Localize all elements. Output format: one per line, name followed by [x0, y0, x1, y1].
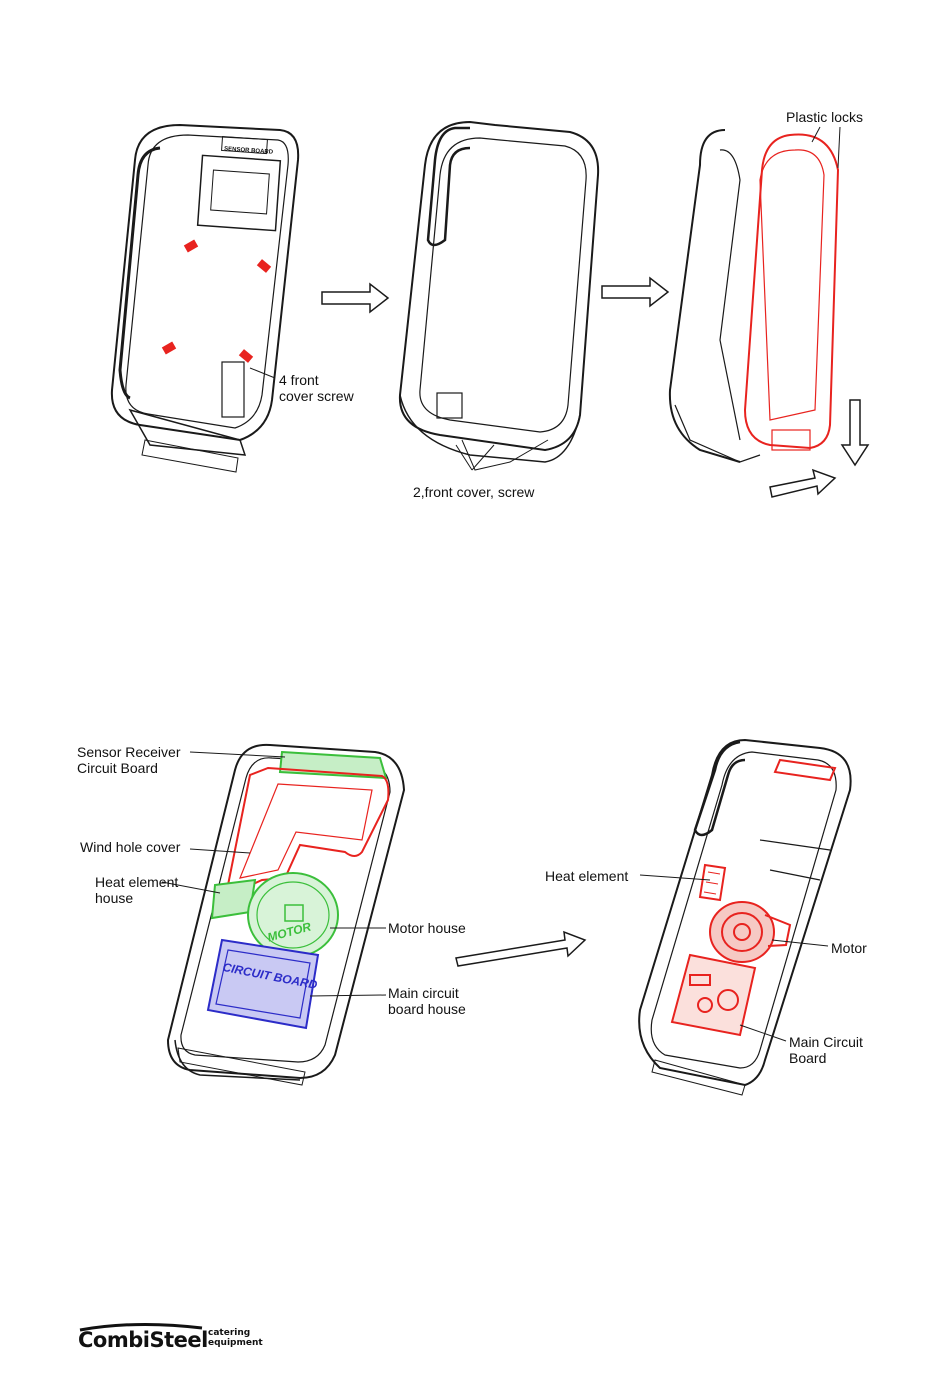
exposed-heat-element: [700, 865, 725, 900]
label-main-circuit-board-line2: Board: [789, 1050, 826, 1066]
label-main-board-house-line1: Main circuit: [388, 985, 459, 1001]
label-motor: Motor: [831, 940, 867, 956]
logo-tagline-line1: catering: [208, 1328, 263, 1338]
dryer-side-view: [400, 122, 598, 470]
combisteel-logo: CombiSteel catering equipment: [76, 1322, 266, 1362]
label-4-front-cover-screw-line1: 4 front: [279, 372, 319, 388]
logo-tagline-line2: equipment: [208, 1338, 263, 1348]
label-wind-hole-cover: Wind hole cover: [80, 839, 180, 855]
label-sensor-receiver-line1: Sensor Receiver: [77, 744, 181, 760]
arrow-step-2: [602, 278, 668, 306]
exposed-main-board: [672, 955, 755, 1035]
label-heat-element-house-line1: Heat element: [95, 874, 178, 890]
label-plastic-locks: Plastic locks: [786, 109, 863, 125]
label-main-circuit-board-line1: Main Circuit: [789, 1034, 863, 1050]
exposed-motor: [710, 902, 790, 962]
arrow-step-1: [322, 284, 388, 312]
dryer-cover-removal: [670, 130, 838, 462]
arrow-slide: [770, 470, 835, 497]
label-4-front-cover-screw-line2: cover screw: [279, 388, 354, 404]
label-heat-element-house-line2: house: [95, 890, 133, 906]
logo-tagline: catering equipment: [208, 1328, 263, 1348]
arrow-down: [842, 400, 868, 465]
label-2-front-cover-screw: 2,front cover, screw: [413, 484, 534, 500]
label-sensor-receiver-line2: Circuit Board: [77, 760, 158, 776]
dryer-front-view: [112, 125, 298, 472]
logo-wordmark: CombiSteel: [78, 1328, 208, 1352]
leader-lock-b: [838, 127, 840, 168]
sensor-receiver-board: [280, 752, 386, 778]
leader-4-screw: [250, 368, 275, 378]
label-heat-element: Heat element: [545, 868, 628, 884]
arrow-step-3: [456, 932, 585, 966]
label-main-board-house-line2: board house: [388, 1001, 466, 1017]
motor-house: [248, 873, 338, 957]
front-screws: [162, 240, 271, 363]
label-motor-house: Motor house: [388, 920, 466, 936]
